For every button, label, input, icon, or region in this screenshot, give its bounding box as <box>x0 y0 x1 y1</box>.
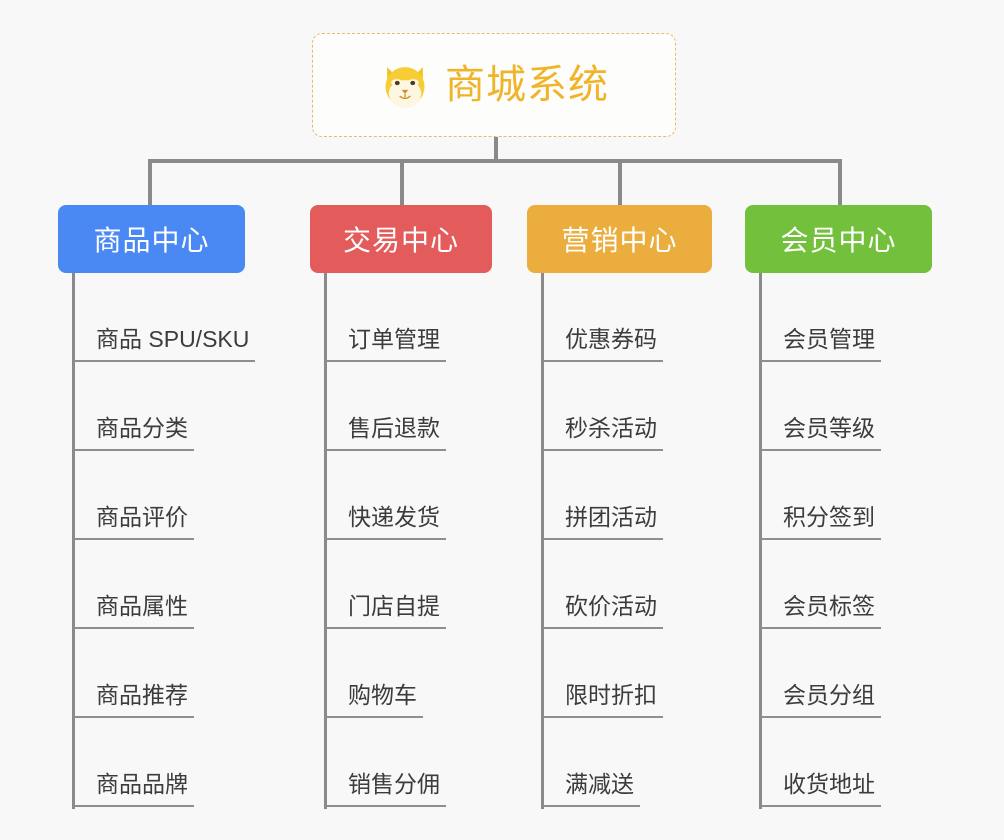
leaf-item[interactable]: 商品 SPU/SKU <box>58 273 256 362</box>
branch-drop-connector <box>618 159 622 205</box>
leaf-item[interactable]: 优惠券码 <box>527 273 712 362</box>
leaf-item-label: 会员管理 <box>761 328 881 362</box>
leaf-item-label: 优惠券码 <box>543 328 663 362</box>
leaf-item-label: 拼团活动 <box>543 506 663 540</box>
dog-face-icon <box>385 67 425 108</box>
leaf-item[interactable]: 商品属性 <box>58 540 245 629</box>
branch-header[interactable]: 商品中心 <box>58 205 245 273</box>
branch-trunk-connector <box>72 273 75 809</box>
leaf-item-label: 会员等级 <box>761 417 881 451</box>
leaf-item[interactable]: 订单管理 <box>310 273 492 362</box>
branch-leaf-list: 优惠券码秒杀活动拼团活动砍价活动限时折扣满减送 <box>527 273 712 807</box>
leaf-item-label: 秒杀活动 <box>543 417 663 451</box>
leaf-item-label: 会员分组 <box>761 684 881 718</box>
branch-column: 商品中心商品 SPU/SKU 商品分类商品评价商品属性商品推荐商品品牌 <box>58 205 256 809</box>
branch-column: 交易中心订单管理售后退款快递发货门店自提购物车销售分佣 <box>310 205 492 809</box>
leaf-item[interactable]: 收货地址 <box>745 718 932 807</box>
leaf-item-label: 商品 SPU/SKU <box>74 328 256 362</box>
leaf-item-label: 快递发货 <box>326 506 446 540</box>
branch-drop-connector <box>838 159 842 205</box>
leaf-item-label: 收货地址 <box>761 773 881 807</box>
leaf-item-label: 商品推荐 <box>74 684 194 718</box>
leaf-item-label: 商品属性 <box>74 595 194 629</box>
branch-trunk-connector <box>324 273 327 809</box>
branch-drop-connector <box>400 159 404 205</box>
leaf-item-label: 订单管理 <box>326 328 446 362</box>
leaf-item[interactable]: 会员等级 <box>745 362 932 451</box>
leaf-item[interactable]: 满减送 <box>527 718 712 807</box>
leaf-item-label: 购物车 <box>326 684 423 718</box>
leaf-item[interactable]: 会员标签 <box>745 540 932 629</box>
leaf-item-label: 积分签到 <box>761 506 881 540</box>
leaf-item-label: 会员标签 <box>761 595 881 629</box>
root-title: 商城系统 <box>445 63 609 107</box>
branch-trunk-connector <box>541 273 544 809</box>
leaf-item-label: 砍价活动 <box>543 595 663 629</box>
leaf-item-label: 限时折扣 <box>543 684 663 718</box>
leaf-item[interactable]: 销售分佣 <box>310 718 492 807</box>
branch-header[interactable]: 营销中心 <box>527 205 712 273</box>
leaf-item[interactable]: 商品品牌 <box>58 718 245 807</box>
leaf-item-label: 销售分佣 <box>326 773 446 807</box>
leaf-item[interactable]: 售后退款 <box>310 362 492 451</box>
leaf-item[interactable]: 拼团活动 <box>527 451 712 540</box>
branch-trunk-connector <box>759 273 762 809</box>
leaf-item[interactable]: 会员管理 <box>745 273 932 362</box>
leaf-item-label: 商品分类 <box>74 417 194 451</box>
leaf-item[interactable]: 购物车 <box>310 629 492 718</box>
leaf-item-label: 售后退款 <box>326 417 446 451</box>
root-stem-connector <box>494 137 498 163</box>
leaf-item[interactable]: 商品评价 <box>58 451 245 540</box>
leaf-item[interactable]: 积分签到 <box>745 451 932 540</box>
leaf-item[interactable]: 会员分组 <box>745 629 932 718</box>
leaf-item[interactable]: 快递发货 <box>310 451 492 540</box>
leaf-item[interactable]: 限时折扣 <box>527 629 712 718</box>
leaf-item-label: 商品评价 <box>74 506 194 540</box>
branch-leaf-list: 会员管理会员等级积分签到会员标签会员分组收货地址 <box>745 273 932 807</box>
branch-header[interactable]: 会员中心 <box>745 205 932 273</box>
root-node[interactable]: 商城系统 <box>312 33 676 137</box>
leaf-item[interactable]: 砍价活动 <box>527 540 712 629</box>
horizontal-bus-connector <box>148 159 842 163</box>
branch-column: 营销中心优惠券码秒杀活动拼团活动砍价活动限时折扣满减送 <box>527 205 712 809</box>
branch-drop-connector <box>148 159 152 205</box>
leaf-item[interactable]: 门店自提 <box>310 540 492 629</box>
leaf-item-label: 满减送 <box>543 773 640 807</box>
branch-column: 会员中心会员管理会员等级积分签到会员标签会员分组收货地址 <box>745 205 932 809</box>
leaf-item-label: 门店自提 <box>326 595 446 629</box>
branch-leaf-list: 商品 SPU/SKU 商品分类商品评价商品属性商品推荐商品品牌 <box>58 273 256 807</box>
leaf-item-label: 商品品牌 <box>74 773 194 807</box>
branch-header[interactable]: 交易中心 <box>310 205 492 273</box>
branch-leaf-list: 订单管理售后退款快递发货门店自提购物车销售分佣 <box>310 273 492 807</box>
leaf-item[interactable]: 秒杀活动 <box>527 362 712 451</box>
leaf-item[interactable]: 商品推荐 <box>58 629 245 718</box>
leaf-item[interactable]: 商品分类 <box>58 362 245 451</box>
